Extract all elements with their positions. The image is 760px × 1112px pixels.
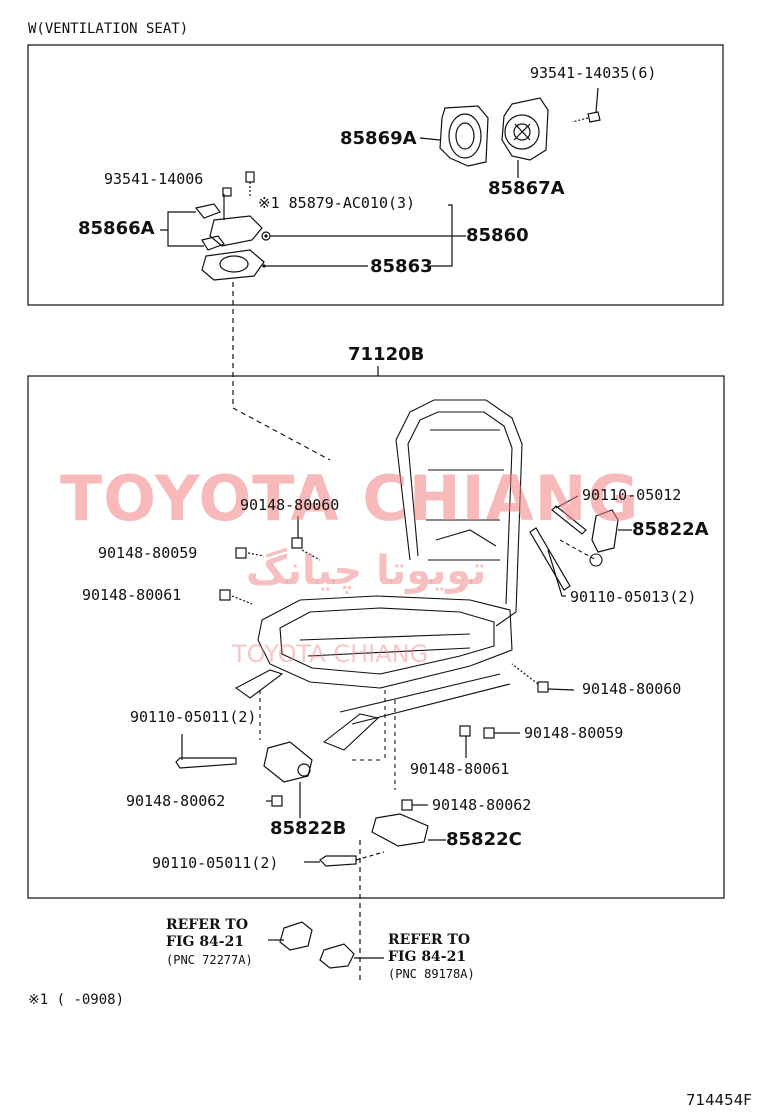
- part-85869A-icon: [419, 105, 489, 167]
- part-85867A-icon: [501, 97, 549, 178]
- label-85860[interactable]: 85860: [466, 225, 529, 246]
- bolt-90110-05011-b-icon: [304, 851, 385, 867]
- bolt-90110-05013-icon: [529, 527, 571, 597]
- motor-85822C-icon: [371, 813, 446, 847]
- seat-frame-icon: [234, 399, 603, 790]
- label-90110-05011-b[interactable]: 90110-05011(2): [152, 854, 279, 872]
- label-90148-80062-a[interactable]: 90148-80062: [126, 792, 226, 810]
- part-85866A-icon: [160, 203, 225, 251]
- bolt-90110-05012-icon: [551, 495, 587, 535]
- figure-code: 714454F: [686, 1091, 752, 1109]
- ref-left-line2[interactable]: FIG 84-21: [166, 934, 245, 950]
- label-90148-80059-b[interactable]: 90148-80059: [524, 724, 624, 742]
- ref-right-line2[interactable]: FIG 84-21: [388, 949, 467, 965]
- label-90148-80060-b[interactable]: 90148-80060: [582, 680, 682, 698]
- label-90148-80060-a[interactable]: 90148-80060: [240, 496, 340, 514]
- screw-93541-14006-icon: [222, 171, 255, 197]
- label-85822B[interactable]: 85822B: [270, 818, 347, 839]
- watermark-small: TOYOTA CHIANG: [232, 640, 429, 668]
- bolt-90148-80059-b-icon: [483, 727, 520, 739]
- watermark-main: TOYOTA CHIANG: [60, 462, 640, 535]
- top-box-frame: [27, 44, 724, 306]
- motor-85822B-icon: [263, 741, 313, 818]
- label-90110-05012[interactable]: 90110-05012: [582, 486, 682, 504]
- ref-part-72277A-icon: [268, 921, 313, 951]
- bolt-90148-80062-b-icon: [401, 799, 428, 811]
- label-85866A[interactable]: 85866A: [78, 218, 155, 239]
- label-85879-AC010[interactable]: ※1 85879-AC010(3): [258, 194, 416, 212]
- bolt-90148-80061-a-icon: [219, 589, 253, 605]
- bolt-90148-80062-a-icon: [266, 795, 283, 807]
- bolt-90148-80061-b-icon: [459, 725, 471, 758]
- footnote: ※1 ( -0908): [28, 992, 125, 1008]
- bolt-90110-05011-a-icon: [175, 734, 237, 769]
- watermark-arabic: تویوتا چیانگ: [246, 548, 487, 594]
- ref-left-line1: REFER TO: [166, 917, 249, 933]
- label-90148-80062-b[interactable]: 90148-80062: [432, 796, 532, 814]
- ref-right-line1: REFER TO: [388, 932, 471, 948]
- label-85869A[interactable]: 85869A: [340, 128, 417, 149]
- variant-title: W(VENTILATION SEAT): [28, 21, 189, 37]
- dashed-link-top: [232, 282, 331, 461]
- label-90110-05011-a[interactable]: 90110-05011(2): [130, 708, 257, 726]
- label-90110-05013[interactable]: 90110-05013(2): [570, 588, 697, 606]
- ref-part-89178A-icon: [319, 943, 384, 969]
- part-85860-icon: [209, 194, 466, 247]
- label-85863[interactable]: 85863: [370, 256, 433, 277]
- label-85867A[interactable]: 85867A: [488, 178, 565, 199]
- motor-85822A-icon: [591, 509, 632, 553]
- label-85822C[interactable]: 85822C: [446, 829, 522, 850]
- bolt-90148-80059-a-icon: [235, 547, 265, 559]
- bolt-90148-80060-b-icon: [511, 663, 575, 693]
- main-title-71120B[interactable]: 71120B: [348, 344, 425, 365]
- label-90148-80061-a[interactable]: 90148-80061: [82, 586, 182, 604]
- part-85863-icon: [201, 249, 368, 281]
- ref-left-pnc: (PNC 72277A): [166, 953, 253, 967]
- screw-93541-14035-icon: [571, 87, 601, 123]
- ref-right-pnc: (PNC 89178A): [388, 967, 475, 981]
- label-90148-80061-b[interactable]: 90148-80061: [410, 760, 510, 778]
- bolt-90148-80060-a-icon: [291, 516, 321, 561]
- label-85822A[interactable]: 85822A: [632, 519, 709, 540]
- main-box-frame: [27, 375, 725, 899]
- label-93541-14006[interactable]: 93541-14006: [104, 170, 204, 188]
- label-93541-14035[interactable]: 93541-14035(6): [530, 64, 657, 82]
- label-90148-80059-a[interactable]: 90148-80059: [98, 544, 198, 562]
